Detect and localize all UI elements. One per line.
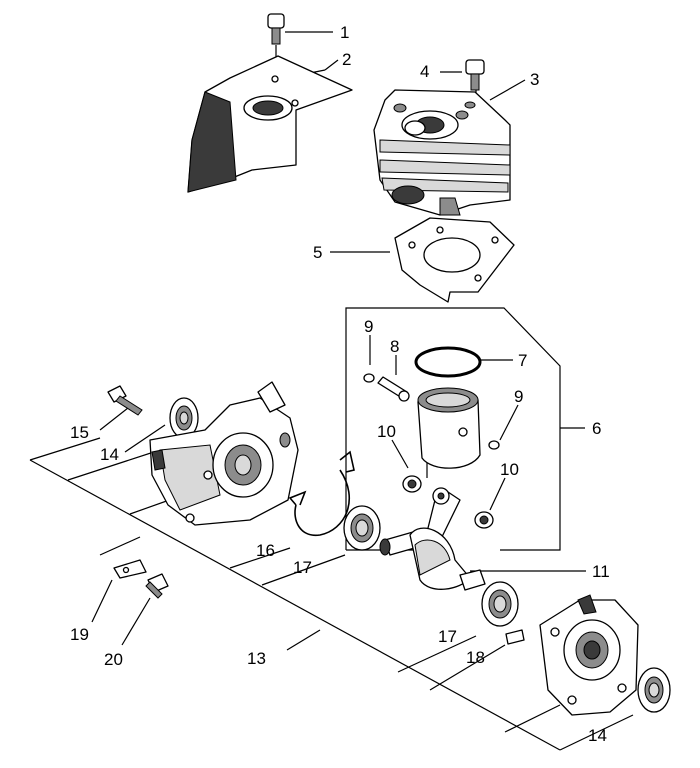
callout-10-left: 10 xyxy=(377,422,396,441)
part-14-oil-seal-left xyxy=(169,397,199,439)
part-3-cylinder xyxy=(373,89,511,216)
part-17-ball-bearing-upper xyxy=(343,505,381,551)
callout-15: 15 xyxy=(70,423,89,442)
leader-lines xyxy=(29,31,634,751)
callout-16: 16 xyxy=(256,541,275,560)
callout-9-upper: 9 xyxy=(364,317,373,336)
part-10-needle-bearing-left xyxy=(402,475,422,493)
callout-20: 20 xyxy=(104,650,123,669)
callout-4: 4 xyxy=(420,62,429,81)
part-11-crankshaft xyxy=(379,487,486,591)
part-17-ball-bearing-lower xyxy=(481,581,519,627)
part-16-crankcase-gasket xyxy=(288,450,355,536)
callout-1: 1 xyxy=(340,23,349,42)
part-10-needle-bearing-right xyxy=(474,511,494,529)
part-7-piston-ring xyxy=(414,346,482,378)
callout-9-lower: 9 xyxy=(514,387,523,406)
part-4-bolt xyxy=(465,59,485,91)
crankcase-right xyxy=(539,594,639,716)
part-15-bolt xyxy=(107,385,143,416)
callout-10-right: 10 xyxy=(500,460,519,479)
part-14-oil-seal-right xyxy=(637,667,671,713)
callout-13: 13 xyxy=(247,649,266,668)
piston xyxy=(417,387,481,469)
part-8-piston-pin xyxy=(377,376,410,402)
part-9-circlip-upper xyxy=(363,373,375,383)
part-20-screw xyxy=(145,573,169,599)
part-9-circlip-lower xyxy=(488,440,500,450)
callout-17-upper: 17 xyxy=(293,558,312,577)
callout-19: 19 xyxy=(70,625,89,644)
callout-11: 11 xyxy=(592,562,610,581)
callout-3: 3 xyxy=(530,70,539,89)
part-19-plate xyxy=(113,559,147,579)
callout-14-left: 14 xyxy=(100,445,119,464)
callout-6: 6 xyxy=(592,419,601,438)
part-5-gasket xyxy=(394,217,515,303)
part-13-crankcase-left xyxy=(149,381,299,526)
callout-17-lower: 17 xyxy=(438,627,457,646)
callout-18: 18 xyxy=(466,648,485,667)
callout-labels: 1 2 3 4 5 6 7 8 9 9 10 10 11 13 14 14 15… xyxy=(70,23,610,745)
callout-14-right: 14 xyxy=(588,726,607,745)
callout-5: 5 xyxy=(313,243,322,262)
callout-7: 7 xyxy=(518,351,527,370)
part-2-heat-shield xyxy=(187,55,353,193)
callout-2: 2 xyxy=(342,50,351,69)
part-1-bolt xyxy=(267,13,285,45)
part-18-dowel-pin xyxy=(505,629,525,645)
callout-8: 8 xyxy=(390,337,399,356)
